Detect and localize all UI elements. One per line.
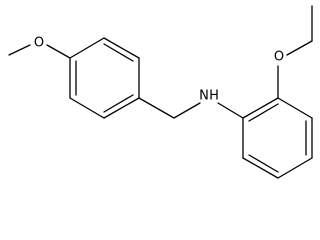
- bond-ring2-e: [242, 157, 279, 179]
- bond-n-ring2: [217, 102, 244, 119]
- atom-o-ethoxy: O: [274, 50, 284, 65]
- bond-o-ch2: [286, 40, 313, 56]
- bond-ring2-b: [277, 97, 313, 119]
- atom-n-amine: N: [199, 89, 209, 104]
- bond-methyl-o: [8, 44, 31, 56]
- bond-ring1-b: [103, 37, 140, 59]
- bond-ring1-e: [69, 97, 105, 119]
- atom-h-amine: H: [209, 89, 219, 104]
- bond-ring1-double-2: [103, 94, 134, 113]
- atom-o-methoxy: O: [34, 36, 44, 51]
- bond-ring1-ch2: [138, 97, 175, 119]
- bond-ring2-double-3: [248, 154, 279, 173]
- bond-ring1-d: [103, 97, 140, 119]
- bond-ring1-a: [69, 37, 105, 59]
- bond-o-ring1: [46, 44, 71, 59]
- bond-ch2-n: [173, 102, 201, 119]
- bond-ring2-a: [242, 97, 279, 119]
- bond-ring2-d: [277, 157, 313, 179]
- bond-ring2-double-1: [248, 103, 279, 122]
- chemical-structure: O N H O: [8, 5, 313, 179]
- bond-ring1-double-1: [103, 43, 134, 62]
